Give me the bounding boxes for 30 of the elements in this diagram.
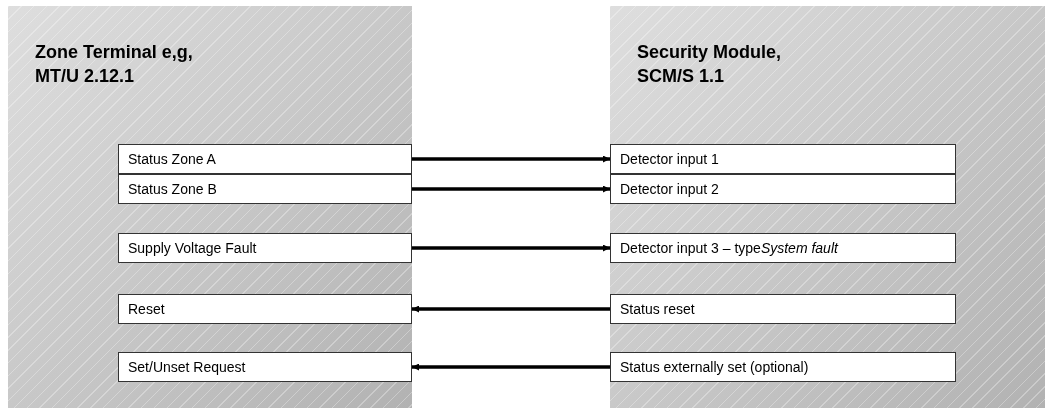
panel-heading: Security Module, SCM/S 1.1	[637, 41, 783, 88]
signal-label: Status externally set (optional)	[620, 357, 809, 377]
signal-label: Status Zone B	[128, 179, 217, 199]
signal-label: Reset	[128, 299, 165, 319]
signal-box	[610, 144, 956, 174]
signal-label: Detector input 2	[620, 179, 719, 199]
signal-box	[118, 144, 412, 174]
signal-box	[610, 174, 956, 204]
module-panel	[610, 6, 1045, 408]
arrow	[412, 244, 610, 252]
signal-label: Detector input 1	[620, 149, 719, 169]
panel-heading: Zone Terminal e,g, MT/U 2.12.1	[35, 41, 194, 88]
signal-label: Status reset	[620, 299, 695, 319]
signal-label: Supply Voltage Fault	[128, 238, 257, 258]
signal-box	[610, 352, 956, 382]
signal-label: System fault	[760, 238, 838, 258]
signal-label: Status Zone A	[128, 149, 216, 169]
signal-box	[118, 352, 412, 382]
signal-label: Set/Unset Request	[128, 357, 246, 377]
arrow	[412, 155, 610, 163]
signal-box	[610, 294, 956, 324]
signal-box	[610, 233, 956, 263]
module-panel	[8, 6, 412, 408]
arrow	[412, 185, 610, 193]
signal-box	[118, 174, 412, 204]
signal-box	[118, 233, 412, 263]
signal-box	[118, 294, 412, 324]
arrow	[412, 305, 610, 313]
signal-label: Detector input 3 – type	[620, 238, 761, 258]
arrow	[412, 363, 610, 371]
